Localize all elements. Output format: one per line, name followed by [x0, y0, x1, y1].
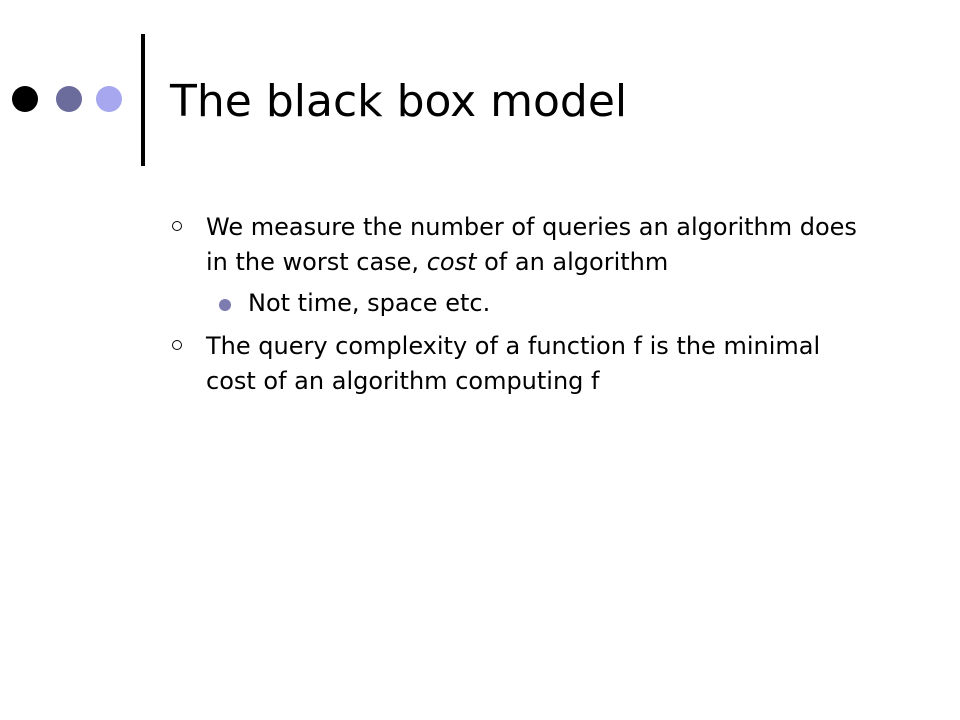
hollow-circle-bullet-icon	[172, 340, 182, 350]
title-divider	[141, 34, 145, 166]
hollow-circle-bullet-icon	[172, 221, 182, 231]
bullet-item-worst-case-cost: We measure the number of queries an algo…	[171, 210, 871, 280]
bullet-text-end: of an algorithm	[476, 248, 669, 276]
sub-bullet-item-not-time-space: Not time, space etc.	[171, 286, 871, 321]
filled-circle-bullet-icon	[219, 299, 231, 311]
bullet-text-emphasis: cost	[426, 248, 477, 276]
slide-title: The black box model	[170, 76, 628, 127]
dot-icon-light-purple	[96, 86, 122, 112]
dot-icon-black	[12, 86, 38, 112]
bullet-text-start: We measure the number of queries an algo…	[206, 213, 857, 276]
bullet-text: The query complexity of a function f is …	[206, 332, 821, 395]
bullet-list: We measure the number of queries an algo…	[171, 210, 871, 399]
dot-icon-dark-purple	[56, 86, 82, 112]
decorative-dots	[0, 0, 140, 200]
sub-bullet-text: Not time, space etc.	[248, 289, 491, 317]
bullet-item-query-complexity: The query complexity of a function f is …	[171, 329, 871, 399]
